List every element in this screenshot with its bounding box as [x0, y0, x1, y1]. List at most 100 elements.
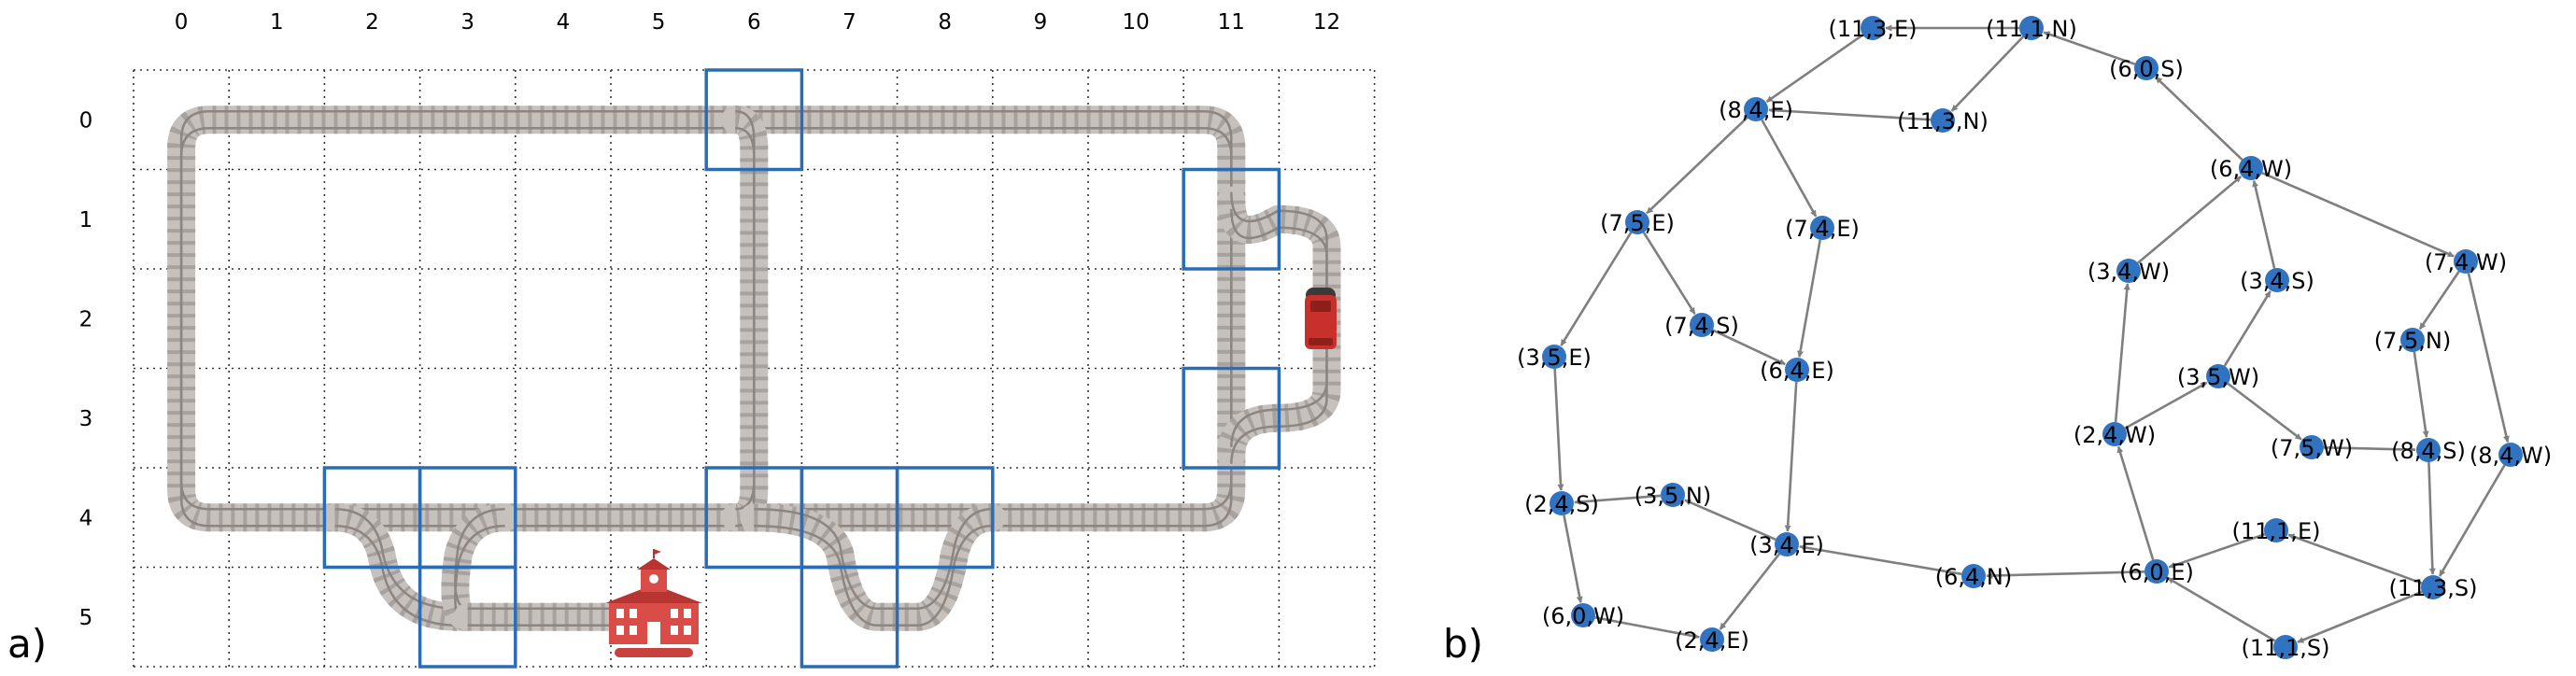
node-dot: [2400, 328, 2425, 352]
graph-edge: [2116, 445, 2155, 560]
graph-edge: [1553, 368, 1564, 491]
graph-edge: [2043, 31, 2136, 65]
switch-box: [1182, 366, 1281, 470]
graph-edge: [2137, 176, 2243, 264]
node-dot: [1700, 627, 1724, 652]
column-label: 10: [1122, 10, 1149, 35]
node-label: (3,4,E): [1749, 532, 1824, 558]
graph-edge: [1646, 117, 1748, 215]
node-dot: [2144, 559, 2169, 584]
node-label: (11,1,N): [1986, 16, 2077, 42]
graph-nodes: (11,3,E)(11,1,N)(6,0,S)(8,4,E)(11,3,N)(6…: [1517, 16, 2552, 661]
node-label: (3,4,W): [2088, 259, 2170, 285]
graph-node: (7,4,S): [1664, 313, 1739, 339]
node-label: (7,4,E): [1785, 216, 1860, 242]
column-label: 2: [365, 10, 379, 35]
graph-node: (6,0,W): [1542, 603, 1624, 629]
column-label: 6: [747, 10, 761, 35]
graph-node: (3,5,W): [2177, 364, 2259, 390]
column-label: 1: [270, 10, 284, 35]
node-dot: [1690, 313, 1714, 337]
graph-node: (7,4,W): [2425, 249, 2507, 275]
node-label: (11,3,E): [1829, 16, 1918, 42]
graph-edge: [2287, 533, 2423, 584]
graph-node: (8,4,E): [1719, 97, 1793, 123]
node-dot: [1861, 16, 1885, 40]
graph-edge: [1642, 232, 1696, 315]
row-label: 1: [79, 208, 93, 232]
graph-edge: [1684, 499, 1776, 542]
node-dot: [2239, 156, 2263, 180]
node-label: (7,4,W): [2425, 249, 2507, 275]
rail: [754, 508, 992, 610]
node-label: (8,4,W): [2470, 443, 2552, 469]
graph-edge: [1560, 232, 1633, 346]
panel-b-label: b): [1443, 621, 1483, 667]
node-dot: [1785, 358, 1809, 382]
graph-edge: [2297, 590, 2423, 643]
graph-edge: [2155, 76, 2243, 161]
graph-edge: [2168, 532, 2266, 569]
track-ties: [754, 503, 993, 631]
switch-box: [418, 565, 517, 669]
graph-node: (7,4,E): [1785, 216, 1860, 242]
graph-edge: [1765, 34, 1864, 104]
graph-node: (3,4,S): [2240, 268, 2314, 294]
graph-node: (11,1,S): [2241, 635, 2330, 661]
rail: [454, 508, 505, 610]
node-dot: [2273, 635, 2298, 659]
graph-edge: [2438, 464, 2506, 577]
graph-edge: [2418, 271, 2460, 331]
node-dot: [1775, 532, 1799, 556]
node-label: (2,4,W): [2074, 422, 2156, 448]
node-dot: [1931, 108, 1955, 133]
switch-highlights: [322, 68, 1281, 669]
node-label: (7,5,N): [2374, 328, 2451, 354]
graph-node: (11,3,N): [1897, 108, 1989, 134]
graph-edge: [1574, 494, 1662, 505]
graph-edge: [1712, 329, 1786, 366]
node-dot: [2454, 249, 2478, 274]
graph-node: (7,5,W): [2271, 435, 2353, 461]
panel-a-label: a): [7, 621, 47, 667]
node-dot: [2264, 518, 2288, 542]
graph-edge: [1799, 543, 1962, 576]
node-dot: [2421, 575, 2445, 599]
graph-node: (3,5,N): [1635, 483, 1711, 509]
row-label: 0: [79, 108, 93, 133]
node-dot: [2116, 259, 2141, 283]
node-label: (7,4,S): [1664, 313, 1739, 339]
rail: [334, 508, 468, 610]
node-label: (11,3,S): [2388, 575, 2477, 601]
graph-node: (3,4,E): [1749, 532, 1824, 558]
node-dot: [2265, 268, 2289, 292]
graph-edge: [1594, 616, 1700, 640]
node-label: (6,4,N): [1935, 564, 2012, 590]
graph-edge: [1797, 239, 1822, 358]
graph-node: (11,3,S): [2388, 575, 2478, 601]
graph-edge: [1768, 106, 1932, 121]
row-label: 3: [79, 407, 93, 431]
graph-node: (6,0,E): [2119, 559, 2194, 585]
node-dot: [1571, 603, 1595, 627]
node-dot: [2300, 435, 2324, 459]
column-label: 0: [175, 10, 189, 35]
column-label: 12: [1313, 10, 1340, 35]
node-label: (3,4,S): [2240, 268, 2314, 294]
graph-node: (2,4,S): [1524, 491, 1599, 517]
graph-node: (6,4,N): [1935, 564, 2012, 590]
graph-edge: [2167, 576, 2276, 642]
graph-node: (3,4,W): [2088, 259, 2170, 285]
node-label: (6,0,W): [1542, 603, 1624, 629]
graph-edge: [1761, 119, 1818, 218]
graph-edge: [2413, 351, 2429, 438]
node-label: (6,0,E): [2119, 559, 2194, 585]
graph-edge: [2223, 290, 2272, 367]
node-label: (11,3,N): [1897, 108, 1989, 134]
graph-node: (8,4,S): [2391, 438, 2466, 464]
node-dot: [1542, 345, 1566, 369]
column-label: 4: [557, 10, 571, 35]
graph-node: (2,4,E): [1675, 627, 1749, 654]
